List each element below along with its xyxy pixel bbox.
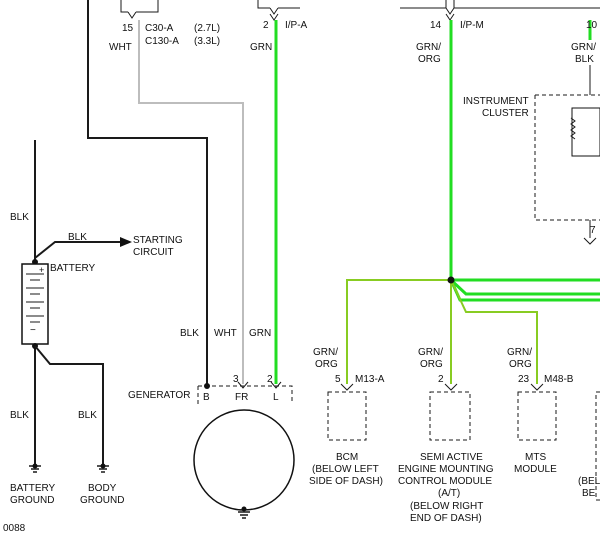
- semi-label-6: END OF DASH): [410, 513, 482, 524]
- gen-fr-pin-label: 3: [233, 374, 239, 385]
- mts-wire-label-1: GRN/: [507, 347, 532, 358]
- mts-label-2: MODULE: [514, 464, 557, 475]
- c30-pin-label: 15: [122, 23, 134, 34]
- bcm-wire-label-1: GRN/: [313, 347, 338, 358]
- semi-wire-label-2: ORG: [420, 359, 443, 370]
- semi-label-2: ENGINE MOUNTING: [398, 464, 494, 475]
- wire-grn-org-mts: [450, 279, 538, 384]
- figure-id: 0088: [3, 523, 26, 534]
- c30-engine-label: (2.7L): [194, 23, 220, 34]
- body-ground-label-1: BODY: [88, 483, 117, 494]
- gen-b-label: B: [203, 392, 210, 403]
- battery-ground-label-2: GROUND: [10, 495, 54, 506]
- cut-label-1: (BEL: [578, 476, 600, 487]
- arrow-icon: [120, 237, 132, 247]
- bcm-conn-label: M13-A: [355, 374, 385, 385]
- ip-m-pin-label: 14: [430, 20, 442, 31]
- connector-ip-a: [257, 0, 300, 21]
- generator-symbol: [193, 381, 295, 519]
- semi-active-module-box: [429, 383, 471, 441]
- bcm-label-1: BCM: [336, 452, 358, 463]
- wht-top-label: WHT: [109, 42, 132, 53]
- blk-battery-top-label: BLK: [10, 212, 29, 223]
- connector-ip-m: [400, 0, 600, 21]
- battery-label: BATTERY: [50, 263, 96, 274]
- bcm-module-box: [327, 383, 367, 441]
- bcm-label-2: (BELOW LEFT: [312, 464, 379, 475]
- battery-ground-label-1: BATTERY: [10, 483, 56, 494]
- ip-m-label: I/P-M: [460, 20, 484, 31]
- bcm-wire-label-2: ORG: [315, 359, 338, 370]
- cluster-label-1: INSTRUMENT: [463, 96, 529, 107]
- body-ground-label-2: GROUND: [80, 495, 124, 506]
- grn-blk-label-1: GRN/: [571, 42, 596, 53]
- gen-l-pin-label: 2: [267, 374, 273, 385]
- grn-org-top-label-1: GRN/: [416, 42, 441, 53]
- wire-blk-generator: [87, 0, 208, 384]
- semi-label-3: CONTROL MODULE: [398, 476, 492, 487]
- battery-plus: +: [39, 265, 44, 275]
- ip-a-label: I/P-A: [285, 20, 308, 31]
- ip-a-pin-label: 2: [263, 20, 269, 31]
- battery-minus: −: [30, 325, 36, 336]
- body-ground-icon: [97, 463, 109, 473]
- wire-wht-fr: [138, 20, 244, 384]
- c30-a-label: C30-A: [145, 23, 174, 34]
- semi-label-4: (A/T): [438, 488, 460, 499]
- grn-gen-label: GRN: [249, 328, 271, 339]
- wire-grn-org-bcm: [346, 279, 451, 384]
- grn-org-top-label-2: ORG: [418, 54, 441, 65]
- wire-grn-bus-2: [449, 278, 600, 296]
- wire-blk-starting: [34, 241, 120, 259]
- right-edge-box: [595, 391, 600, 501]
- mts-pin-label: 23: [518, 374, 530, 385]
- generator-label: GENERATOR: [128, 390, 190, 401]
- connector-c30: [120, 0, 159, 19]
- wire-blk-body: [34, 345, 104, 466]
- mts-label-1: MTS: [525, 452, 546, 463]
- splice-dot: [447, 276, 455, 284]
- starting-label-1: STARTING: [133, 235, 183, 246]
- grn-top-label: GRN: [250, 42, 272, 53]
- cluster-pin-label: 7: [590, 225, 596, 236]
- semi-label-1: SEMI ACTIVE: [420, 452, 483, 463]
- c130-engine-label: (3.3L): [194, 36, 220, 47]
- bcm-pin-label: 5: [335, 374, 341, 385]
- bcm-label-3: SIDE OF DASH): [309, 476, 383, 487]
- right-pin-label: 10: [586, 20, 598, 31]
- starting-label-2: CIRCUIT: [133, 247, 174, 258]
- cluster-label-2: CLUSTER: [482, 108, 529, 119]
- battery-symbol: [21, 263, 49, 345]
- mts-module-box: [517, 383, 557, 441]
- battery-ground-icon: [29, 463, 41, 473]
- mts-conn-label: M48-B: [544, 374, 574, 385]
- blk-ground-left-label: BLK: [10, 410, 29, 421]
- c130-a-label: C130-A: [145, 36, 179, 47]
- mts-wire-label-2: ORG: [509, 359, 532, 370]
- gen-l-label: L: [273, 392, 279, 403]
- semi-wire-label-1: GRN/: [418, 347, 443, 358]
- blk-gen-label: BLK: [180, 328, 199, 339]
- blk-ground-right-label: BLK: [78, 410, 97, 421]
- cut-label-2: BE: [582, 488, 596, 499]
- gen-fr-label: FR: [235, 392, 248, 403]
- wht-gen-label: WHT: [214, 328, 237, 339]
- semi-label-5: (BELOW RIGHT: [410, 501, 483, 512]
- grn-blk-label-2: BLK: [575, 54, 594, 65]
- semi-pin-label: 2: [438, 374, 444, 385]
- wire-grn-bus-3: [449, 279, 600, 302]
- instrument-cluster-box: [534, 94, 600, 245]
- blk-starting-label: BLK: [68, 232, 87, 243]
